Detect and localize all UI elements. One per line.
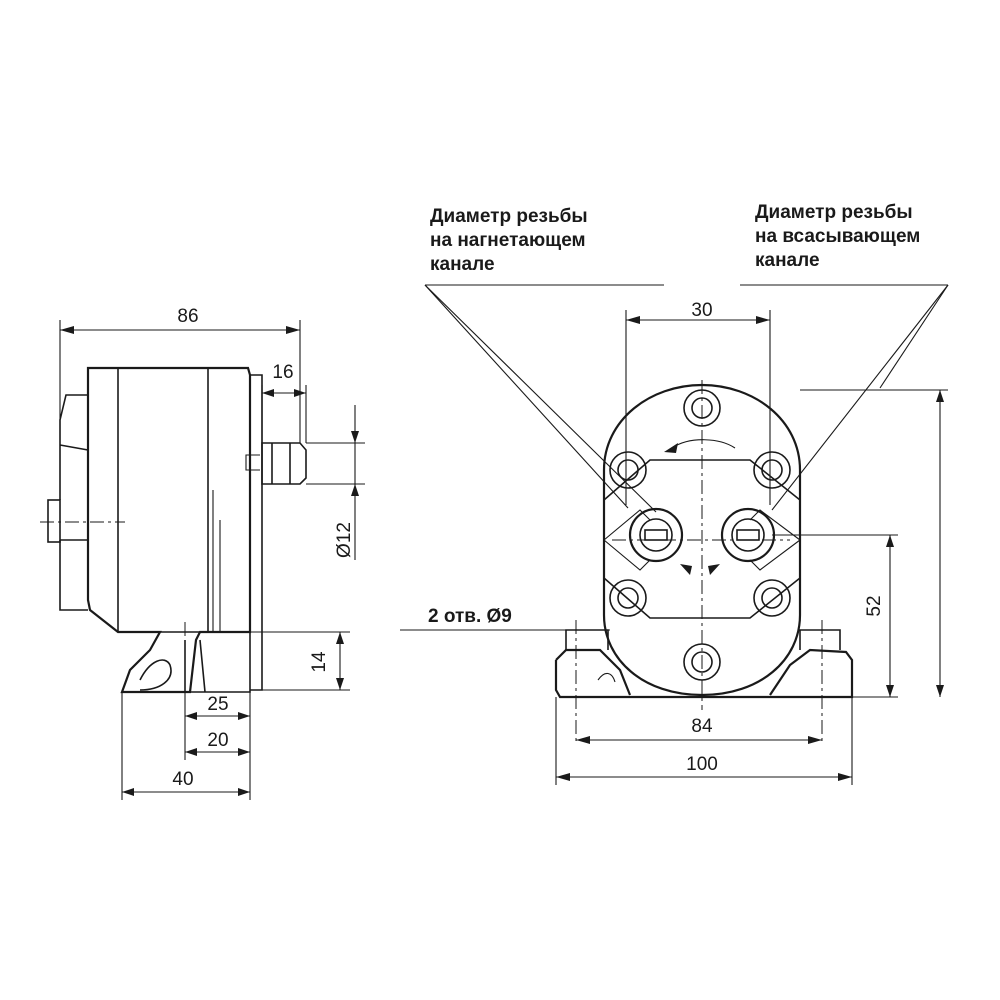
- suction-note-line-3: канале: [755, 250, 820, 271]
- dim-port-spacing: 30: [691, 300, 712, 321]
- dim-base-width: 100: [686, 754, 718, 775]
- rotation-arrowhead-top-icon: [664, 443, 678, 453]
- front-dimensions: 30 52 84 100: [555, 300, 948, 785]
- suction-leader-2: [879, 284, 949, 389]
- dim-40: 40: [172, 769, 193, 790]
- pressure-note-line-1: Диаметр резьбы: [430, 206, 588, 227]
- suction-leader-1: [771, 284, 949, 511]
- side-body-outline: [86, 366, 252, 694]
- side-plug: [47, 499, 61, 543]
- side-cover: [59, 368, 89, 611]
- front-bolts: [609, 389, 791, 681]
- pressure-note-line-3: канале: [430, 254, 495, 275]
- suction-note-line-2: на всасывающем: [755, 226, 920, 247]
- side-flange: [250, 374, 263, 691]
- rotation-arrowhead-bottom-left-icon: [680, 564, 692, 575]
- front-view: [554, 380, 854, 745]
- front-base: [554, 648, 854, 699]
- side-dimensions: 86 16 Ø12 14 25 20: [59, 306, 365, 800]
- dim-hole-spacing: 84: [691, 716, 713, 737]
- front-gear-housing: [603, 459, 801, 619]
- rotation-arrow-top-icon: [671, 439, 736, 449]
- pressure-note-line-2: на нагнетающем: [430, 230, 586, 251]
- front-gear-housing-inner: [603, 509, 801, 571]
- pressure-leader-2: [424, 284, 657, 513]
- suction-note-line-1: Диаметр резьбы: [755, 202, 913, 223]
- dim-25: 25: [207, 694, 228, 715]
- front-body-outline: [602, 383, 802, 697]
- notes: Диаметр резьбы на нагнетающем канале Диа…: [428, 202, 920, 627]
- side-shaft-key: [245, 454, 260, 471]
- mounting-holes-note: 2 отв. Ø9: [428, 606, 512, 627]
- side-view: [40, 366, 307, 700]
- dim-shaft-diameter: Ø12: [334, 522, 355, 558]
- side-shaft: [261, 442, 307, 485]
- dim-shaft-height: 52: [864, 595, 885, 616]
- dim-foot-height: 14: [309, 651, 330, 673]
- front-base-curve-left: [597, 672, 616, 683]
- pressure-leader-1: [424, 284, 629, 509]
- dim-overall-length: 86: [177, 306, 198, 327]
- dim-20: 20: [207, 730, 228, 751]
- leader-lines: [400, 284, 949, 631]
- rotation-arrowhead-bottom-right-icon: [708, 564, 720, 575]
- dim-shaft-length: 16: [272, 362, 293, 383]
